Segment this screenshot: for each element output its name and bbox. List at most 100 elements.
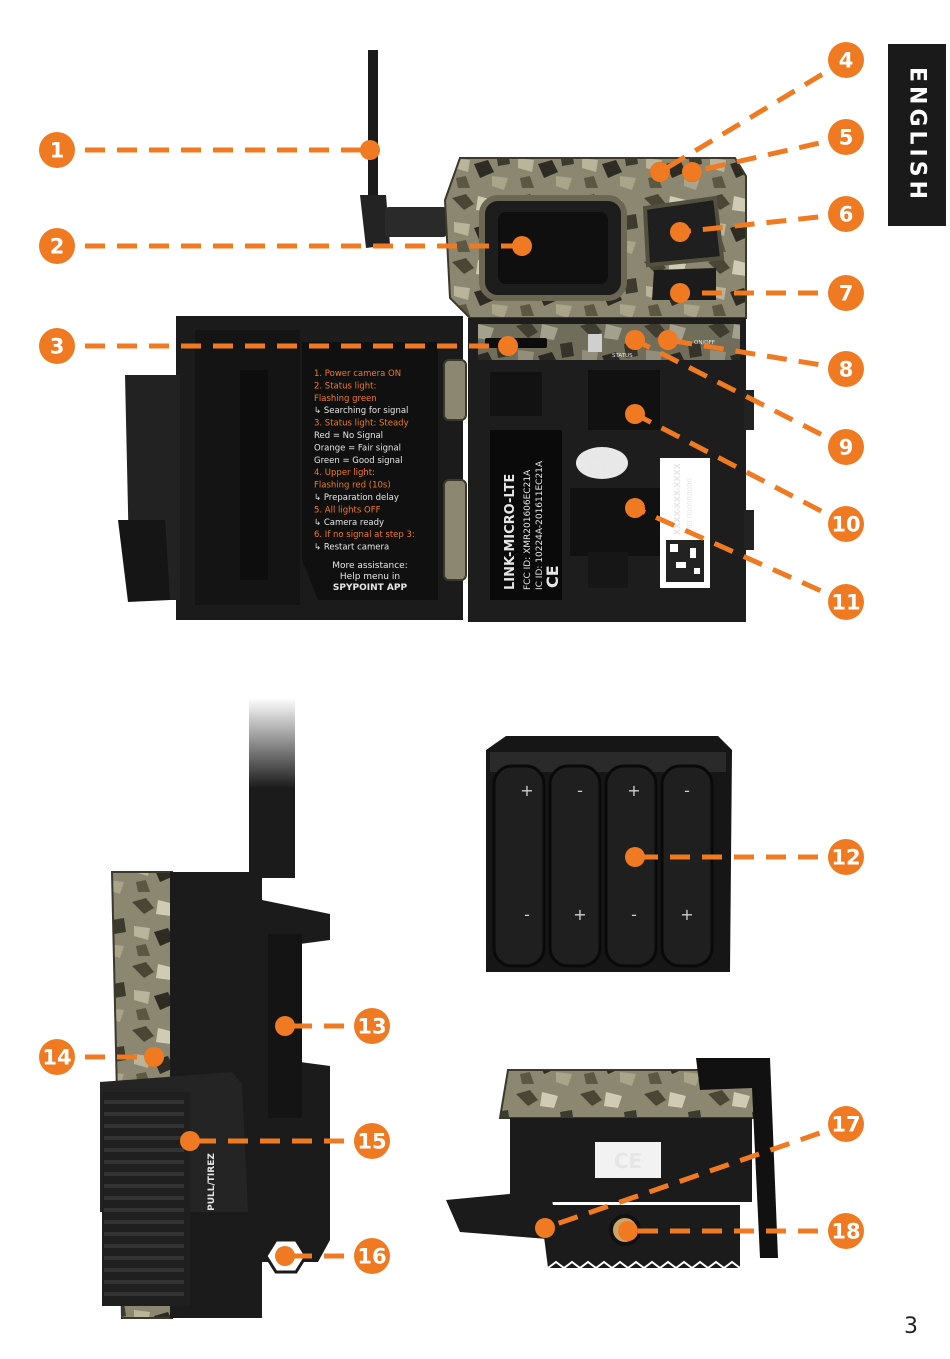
instruction-line: Red = No Signal bbox=[314, 431, 383, 441]
callout-target-dot bbox=[360, 140, 380, 160]
callout-circle bbox=[828, 1213, 864, 1249]
callout-leader bbox=[658, 72, 824, 175]
ce-label bbox=[595, 1142, 661, 1178]
callout-badge: 9 bbox=[828, 429, 864, 465]
callout-number: 12 bbox=[831, 846, 860, 870]
callout-number: 3 bbox=[50, 335, 65, 359]
callout-badge: 1 bbox=[39, 132, 75, 168]
callout-circle bbox=[39, 1039, 75, 1075]
callout-circle bbox=[828, 839, 864, 875]
callout-number: 11 bbox=[831, 591, 860, 615]
callout-target-dot bbox=[670, 283, 690, 303]
callout-badge: 14 bbox=[39, 1039, 75, 1075]
callout-target-dot bbox=[512, 236, 532, 256]
camera-side-view bbox=[100, 698, 330, 1319]
svg-text:+: + bbox=[573, 905, 586, 924]
qc-line: PASSED bbox=[586, 464, 617, 473]
ce-mark: CE bbox=[543, 565, 562, 588]
callout-circle bbox=[828, 429, 864, 465]
door-instructions: 1. Power camera ON2. Status light: Flash… bbox=[314, 369, 415, 593]
callout-circle bbox=[828, 275, 864, 311]
callout-target-dot bbox=[658, 330, 678, 350]
callout-circle bbox=[354, 1008, 390, 1044]
callout-badge: 2 bbox=[39, 228, 75, 264]
instruction-line: ↳ Preparation delay bbox=[314, 493, 399, 503]
callout-circle bbox=[828, 584, 864, 620]
callout-target-dot bbox=[625, 498, 645, 518]
callout-target-dot bbox=[650, 162, 670, 182]
callout-number: 8 bbox=[839, 358, 854, 382]
instruction-assistance: Help menu in bbox=[340, 572, 400, 582]
callout-badge: 18 bbox=[828, 1213, 864, 1249]
callout-target-dot bbox=[625, 847, 645, 867]
device-label bbox=[490, 430, 562, 600]
callout-leaders bbox=[85, 72, 824, 1266]
instruction-line: ↳ Searching for signal bbox=[314, 406, 408, 416]
callout-target-dot bbox=[180, 1131, 200, 1151]
callout-circle bbox=[828, 1106, 864, 1142]
qc-sticker bbox=[576, 447, 628, 479]
instruction-panel bbox=[302, 342, 438, 600]
callout-badge: 11 bbox=[828, 584, 864, 620]
battery-tray: +-+- -+-+ bbox=[486, 736, 732, 972]
callout-badge: 12 bbox=[828, 839, 864, 875]
svg-text:+: + bbox=[680, 905, 693, 924]
callout-badge: 10 bbox=[828, 506, 864, 542]
callout-number: 18 bbox=[831, 1220, 860, 1244]
callout-leader bbox=[633, 505, 822, 593]
qc-line: Q.C. bbox=[594, 453, 611, 462]
instruction-line: Flashing red (10s) bbox=[314, 481, 391, 491]
callout-leader bbox=[544, 1130, 821, 1231]
callout-leader bbox=[679, 214, 819, 235]
instruction-line: ↳ Restart camera bbox=[314, 543, 389, 553]
callout-badge: 17 bbox=[828, 1106, 864, 1142]
callout-circle bbox=[39, 228, 75, 264]
callout-target-dot bbox=[625, 404, 645, 424]
callout-number: 15 bbox=[357, 1130, 386, 1154]
instruction-line: Green = Good signal bbox=[314, 456, 403, 466]
page-number: 3 bbox=[904, 1314, 918, 1339]
instruction-line: ↳ Camera ready bbox=[314, 518, 384, 528]
callout-badge: 7 bbox=[828, 275, 864, 311]
callout-leader bbox=[633, 411, 823, 514]
callout-badge: 6 bbox=[828, 196, 864, 232]
instruction-line: 6. If no signal at step 3: bbox=[314, 530, 415, 540]
antenna-side bbox=[249, 698, 295, 878]
callout-target-dot bbox=[625, 330, 645, 350]
instruction-line: 4. Upper light: bbox=[314, 468, 375, 478]
device-model: LINK-MICRO-LTE bbox=[503, 474, 518, 590]
pull-label: PULL/TIREZ bbox=[207, 1153, 217, 1211]
callout-number: 2 bbox=[50, 235, 65, 259]
language-tab: ENGLISH bbox=[888, 44, 946, 226]
instruction-line: Orange = Fair signal bbox=[314, 443, 401, 453]
status-label: STATUS bbox=[612, 353, 633, 359]
callout-number: 13 bbox=[357, 1015, 386, 1039]
mount-bracket bbox=[696, 1058, 778, 1258]
callout-target-dot bbox=[682, 162, 702, 182]
instruction-line: 3. Status light: Steady bbox=[314, 419, 409, 429]
callout-leader bbox=[691, 140, 820, 175]
instruction-assistance: More assistance: bbox=[332, 561, 408, 571]
callout-target-dot bbox=[275, 1016, 295, 1036]
bottom-ce-mark: CE bbox=[614, 1149, 642, 1173]
svg-text:-: - bbox=[524, 905, 530, 924]
callout-target-dot bbox=[275, 1246, 295, 1266]
instruction-line: 5. All lights OFF bbox=[314, 505, 381, 515]
callout-number: 16 bbox=[357, 1245, 386, 1269]
callout-badge: 4 bbox=[828, 42, 864, 78]
svg-text:-: - bbox=[631, 905, 637, 924]
callout-number: 14 bbox=[42, 1046, 71, 1070]
callout-number: 7 bbox=[839, 282, 854, 306]
callout-number: 10 bbox=[831, 513, 860, 537]
callout-badge: 3 bbox=[39, 328, 75, 364]
instruction-line: Flashing green bbox=[314, 394, 377, 404]
callout-target-dot bbox=[535, 1218, 555, 1238]
callout-number: 17 bbox=[831, 1113, 860, 1137]
callout-target-dot bbox=[618, 1221, 638, 1241]
instruction-line: 1. Power camera ON bbox=[314, 369, 401, 379]
callout-badge: 16 bbox=[354, 1238, 390, 1274]
